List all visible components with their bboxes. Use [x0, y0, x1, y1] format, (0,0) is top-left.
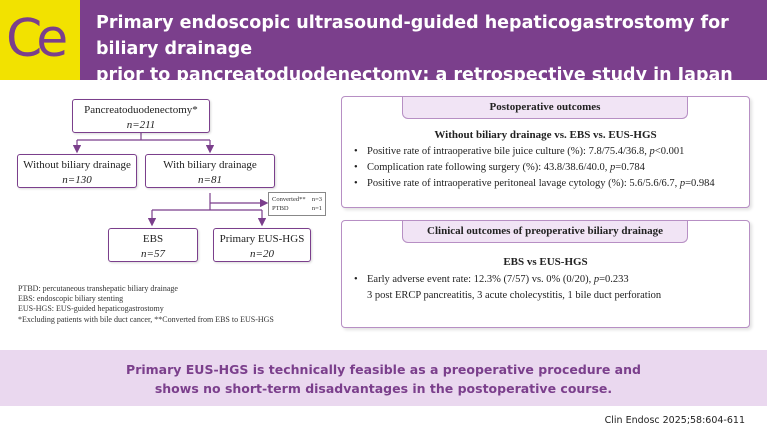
- flow-root-n: n=211: [126, 119, 156, 131]
- clinical-item: Early adverse event rate: 12.3% (7/57) v…: [354, 272, 661, 288]
- postoperative-outcomes-panel: Postoperative outcomes Without biliary d…: [341, 96, 750, 208]
- clinical-list: Early adverse event rate: 12.3% (7/57) v…: [354, 272, 661, 304]
- flow-box-pancreatoduodenectomy: Pancreatoduodenectomy* n=211: [72, 99, 210, 133]
- converted-n: n=3: [311, 196, 322, 203]
- clinical-outcomes-panel: Clinical outcomes of preoperative biliar…: [341, 220, 750, 328]
- flow-connectors: [72, 132, 269, 227]
- postop-item: Positive rate of intraoperative peritone…: [354, 176, 715, 192]
- flow-hgs-n: n=20: [250, 248, 274, 260]
- journal-logo: Ce: [0, 0, 80, 80]
- header-banner: Ce Primary endoscopic ultrasound-guided …: [0, 0, 767, 85]
- flow-box-with-drainage: With biliary drainage n=81: [145, 154, 275, 188]
- flow-root-label: Pancreatoduodenectomy*: [84, 104, 198, 116]
- flow-box-without-drainage: Without biliary drainage n=130: [17, 154, 137, 188]
- flow-with-label: With biliary drainage: [163, 159, 257, 171]
- conclusion-line-1: Primary EUS-HGS is technically feasible …: [126, 362, 641, 377]
- note-line: PTBD: percutaneous transhepatic biliary …: [18, 284, 178, 293]
- page-title: Primary endoscopic ultrasound-guided hep…: [96, 10, 756, 88]
- clinical-heading: EBS vs EUS-HGS: [503, 256, 588, 268]
- abbreviation-notes: PTBD: percutaneous transhepatic biliary …: [18, 284, 328, 325]
- flow-box-eus-hgs: Primary EUS-HGS n=20: [213, 228, 311, 262]
- flow-with-n: n=81: [198, 174, 222, 186]
- postop-item: Complication rate following surgery (%):…: [354, 160, 715, 176]
- postop-item: Positive rate of intraoperative bile jui…: [354, 144, 715, 160]
- flow-ebs-n: n=57: [141, 248, 165, 260]
- conclusion-line-2: shows no short-term disadvantages in the…: [154, 381, 613, 396]
- flow-box-converted: Converted** n=3 PTBD n=1: [268, 192, 326, 216]
- flow-box-ebs: EBS n=57: [108, 228, 198, 262]
- flow-ebs-label: EBS: [142, 233, 164, 245]
- postop-list: Positive rate of intraoperative bile jui…: [354, 144, 715, 192]
- flow-without-n: n=130: [62, 174, 92, 186]
- clinical-detail: 3 post ERCP pancreatitis, 3 acute cholec…: [367, 290, 662, 301]
- note-line: EBS: endoscopic biliary stenting: [18, 294, 124, 304]
- citation: Clin Endosc 2025;58:604-611: [604, 415, 745, 426]
- title-line-2: prior to pancreatoduodenectomy: a retros…: [96, 65, 733, 85]
- ptbd-label: PTBD: [272, 205, 289, 212]
- logo-text: Ce: [6, 9, 68, 69]
- flow-hgs-label: Primary EUS-HGS: [219, 233, 305, 245]
- title-line-1: Primary endoscopic ultrasound-guided hep…: [96, 13, 729, 59]
- note-line: *Excluding patients with bile duct cance…: [18, 314, 274, 324]
- postop-panel-tab: Postoperative outcomes: [402, 97, 688, 119]
- ptbd-n: n=1: [311, 205, 322, 212]
- clinical-panel-tab: Clinical outcomes of preoperative biliar…: [402, 221, 688, 243]
- conclusion-text: Primary EUS-HGS is technically feasible …: [0, 360, 767, 398]
- converted-label: Converted**: [272, 196, 306, 203]
- flow-without-label: Without biliary drainage: [23, 159, 131, 171]
- postop-heading: Without biliary drainage vs. EBS vs. EUS…: [434, 129, 657, 141]
- note-line: EUS-HGS: EUS-guided hepaticogastrostomy: [18, 304, 164, 314]
- conclusion-band: Primary EUS-HGS is technically feasible …: [0, 350, 767, 406]
